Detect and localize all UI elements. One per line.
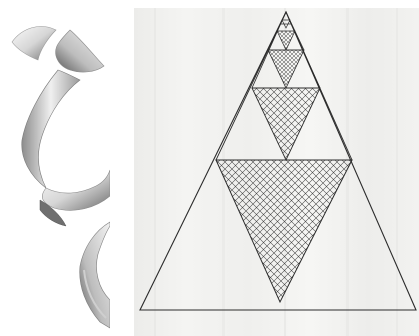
hatched-triangle-medium [252, 88, 320, 160]
hatched-triangle-small [268, 50, 304, 88]
ribbon-illustration-panel [0, 0, 110, 336]
hatched-triangle-tiny [277, 31, 295, 50]
hatched-triangle-large [216, 160, 352, 302]
swirl-ribbon-illustration [0, 0, 110, 336]
sierpinski-triangle-sketch [134, 8, 419, 336]
triangle-sketch-panel [134, 8, 419, 336]
